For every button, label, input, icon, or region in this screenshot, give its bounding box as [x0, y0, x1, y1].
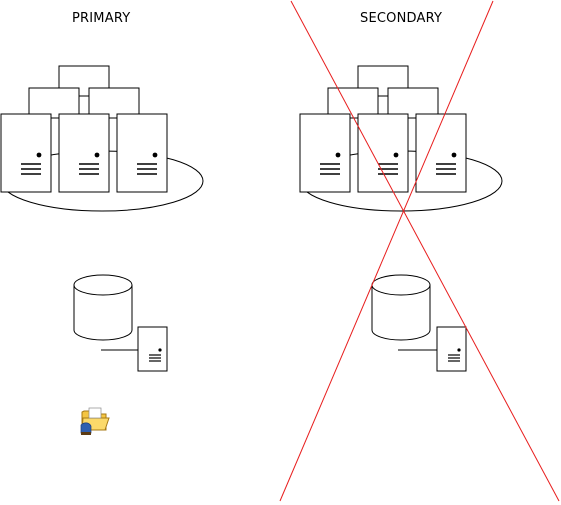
primary-site-label: PRIMARY — [72, 11, 131, 26]
secondary-failure-cross — [279, 0, 560, 502]
primary-server-icon — [137, 326, 168, 372]
secondary-database-icon — [371, 274, 431, 341]
primary-server-cluster-icon — [1, 66, 203, 211]
secondary-server-icon — [436, 326, 467, 372]
primary-database-icon — [73, 274, 133, 341]
secondary-site-label: SECONDARY — [360, 11, 443, 26]
secondary-server-cluster-icon — [300, 66, 502, 211]
shared-folder-icon — [80, 407, 110, 435]
